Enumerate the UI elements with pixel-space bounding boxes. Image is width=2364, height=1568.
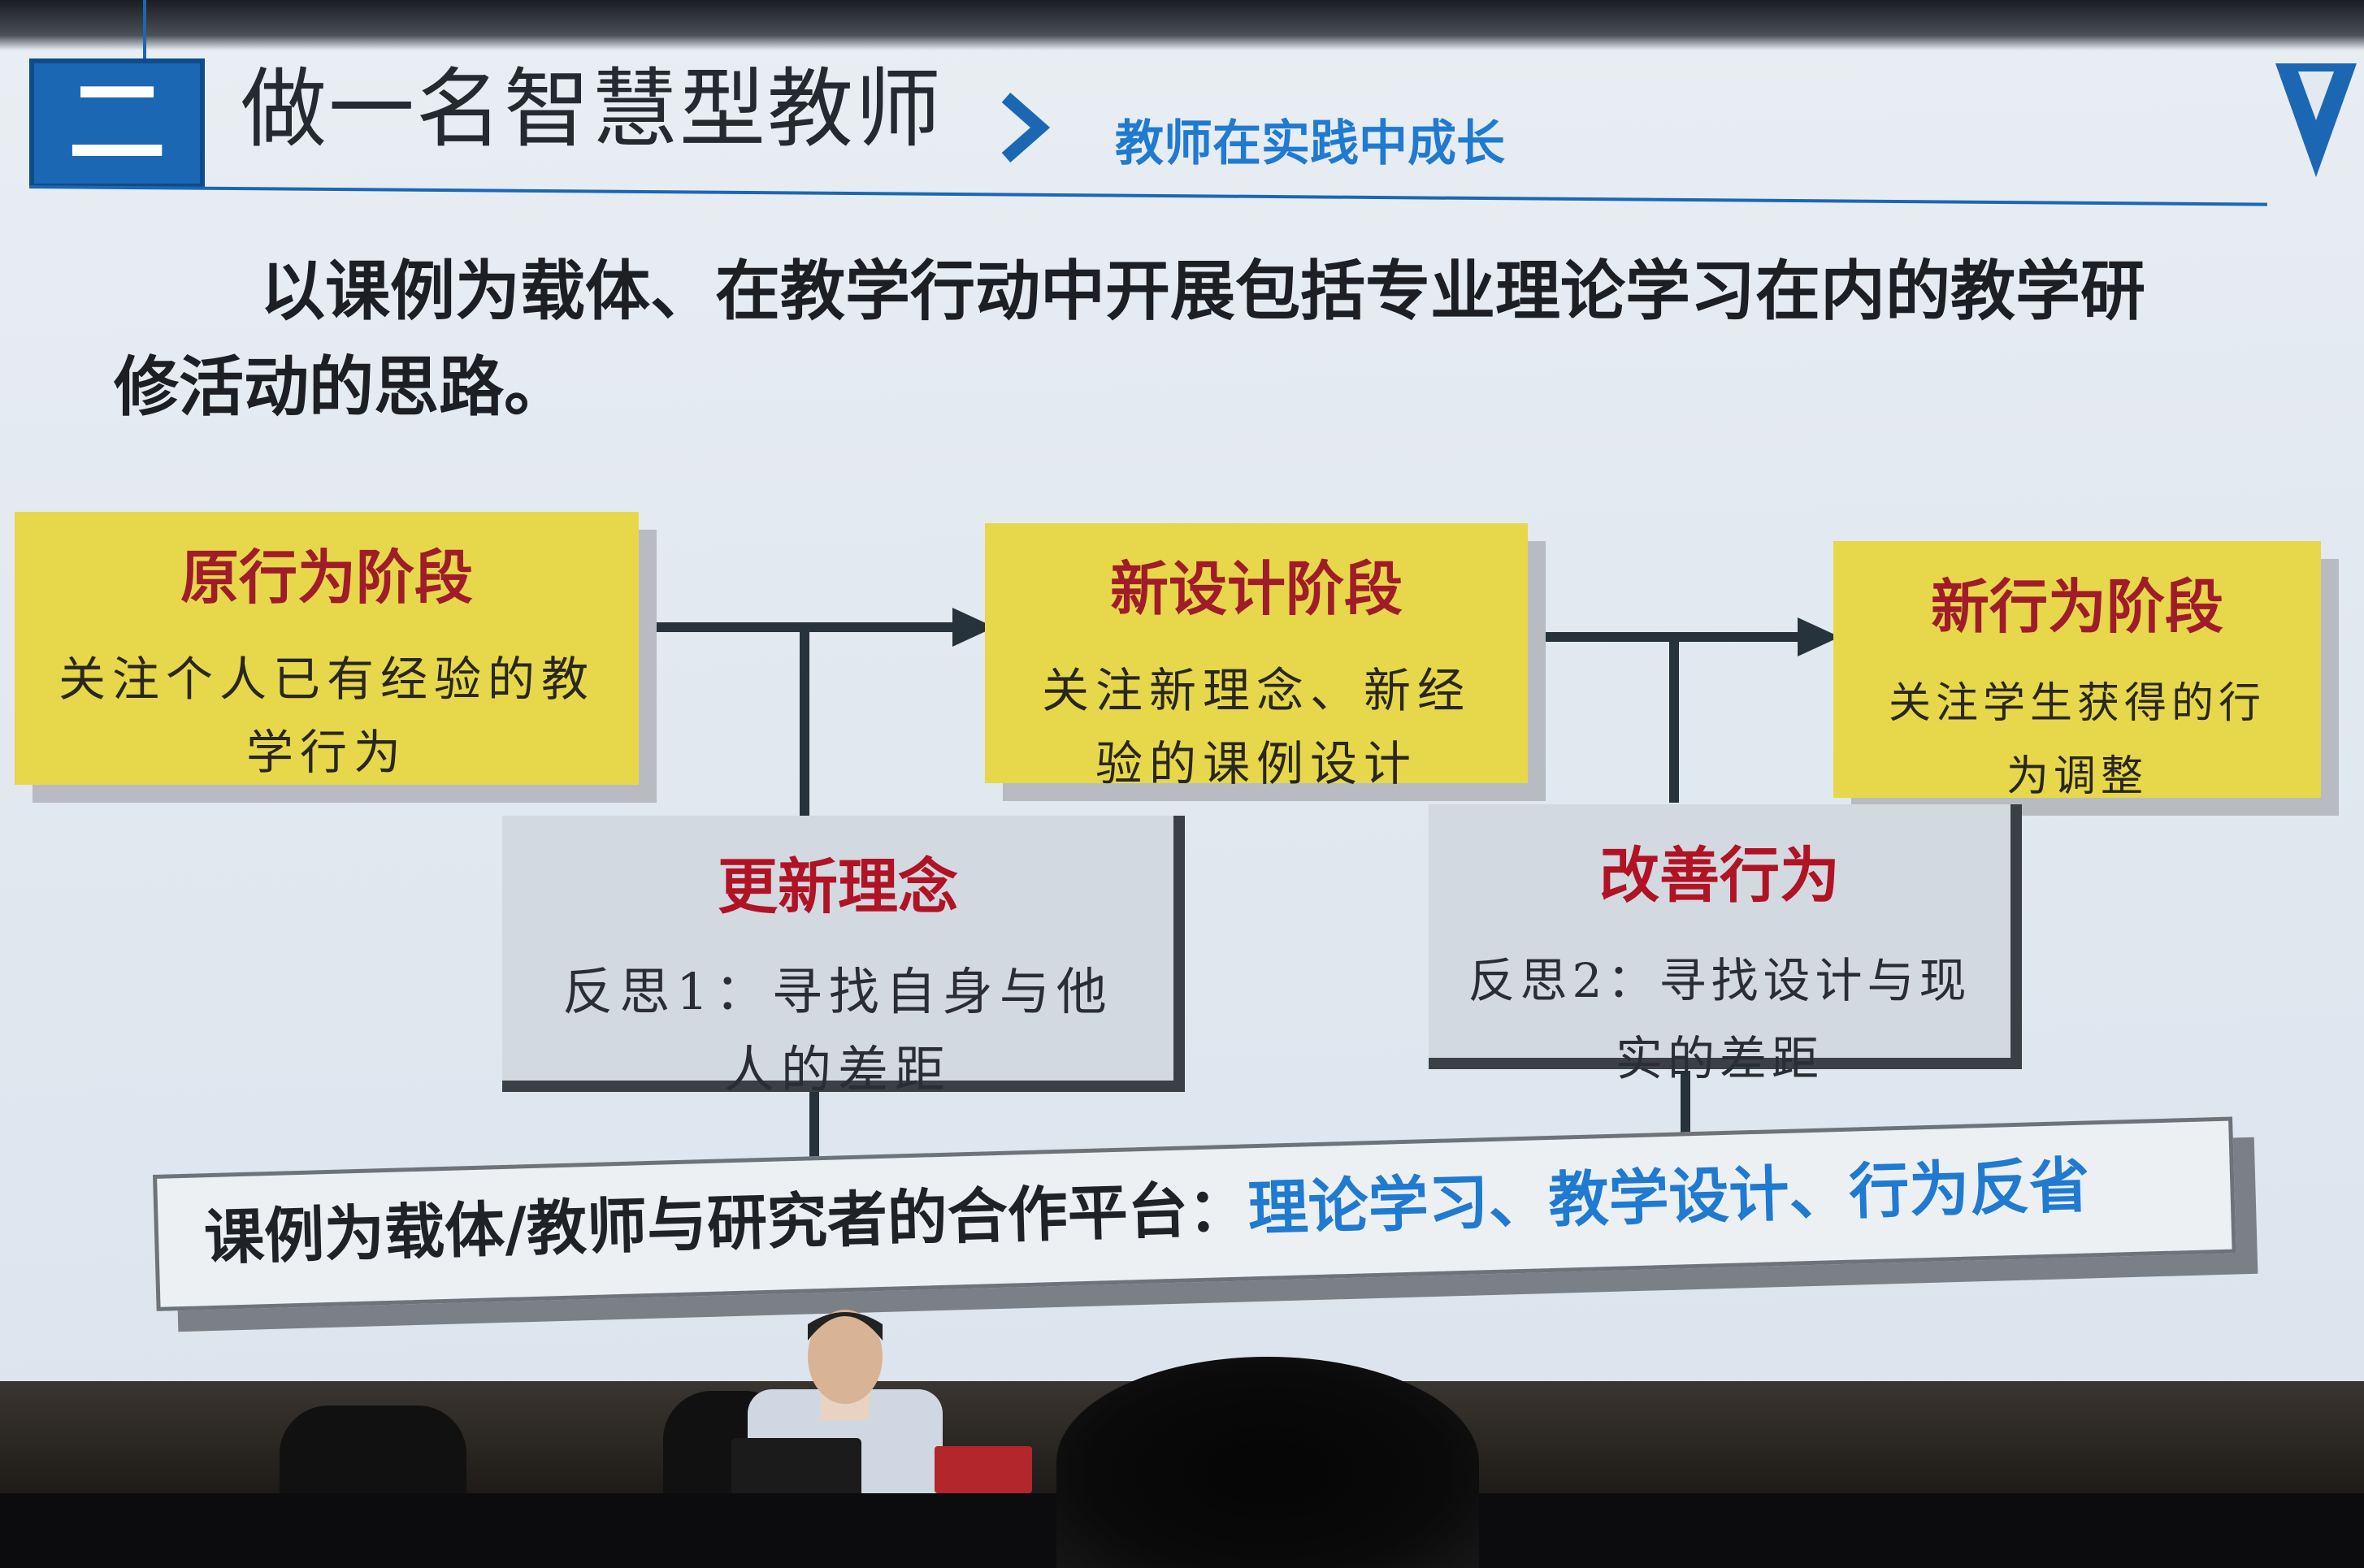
chevron-right-icon [1001, 92, 1050, 163]
platform-label: 课例为载体/教师与研究者的合作平台： [203, 1174, 1249, 1274]
reflection-desc: 反思1：寻找自身与他人的差距 [562, 962, 1113, 1099]
presenter-figure [731, 1310, 943, 1493]
arrow-head-icon [952, 608, 995, 647]
section-number-badge: 二 [29, 58, 205, 188]
title-divider [28, 185, 2267, 206]
reflection-box-2: 改善行为 反思2：寻找设计与现实的差距 [1429, 804, 2022, 1086]
stage-box-original: 原行为阶段 关注个人已有经验的教学行为 [15, 512, 639, 785]
reflection-title: 改善行为 [1599, 841, 1840, 911]
platform-items: 理论学习、教学设计、行为反省 [1247, 1150, 2091, 1245]
connector-down-2 [1669, 640, 1679, 803]
projected-slide: 二 做一名智慧型教师 教师在实践中成长 以课例为载体、在教学行动中开展包括专业理… [0, 0, 2364, 1493]
stage-box-new-design: 新设计阶段 关注新理念、新经验的课例设计 [985, 523, 1528, 791]
arrow-line-1 [634, 622, 967, 632]
slide-subtitle: 教师在实践中成长 [1115, 115, 1505, 172]
audience-head-silhouette [1056, 1357, 1479, 1568]
stage-title: 原行为阶段 [180, 544, 473, 612]
connector-down-1 [800, 630, 809, 819]
ceiling-shadow [0, 0, 2364, 50]
reflection-box-1: 更新理念 反思1：寻找自身与他人的差距 [502, 816, 1185, 1099]
red-seat [935, 1446, 1032, 1493]
stage-desc: 关注个人已有经验的教学行为 [58, 652, 595, 780]
stage-desc: 关注学生获得的行为调整 [1888, 679, 2266, 801]
audience-chair [280, 1406, 466, 1493]
platform-bar: 课例为载体/教师与研究者的合作平台：理论学习、教学设计、行为反省 [153, 1116, 2236, 1311]
stage-title: 新设计阶段 [1109, 555, 1403, 623]
slide-title: 做一名智慧型教师 [241, 59, 943, 159]
reflection-title: 更新理念 [718, 852, 958, 922]
stage-desc: 关注新理念、新经验的课例设计 [1041, 663, 1471, 791]
header-accent-line [143, 0, 146, 60]
reflection-desc: 反思2：寻找设计与现实的差距 [1468, 953, 1971, 1086]
stage-box-new-behavior: 新行为阶段 关注学生获得的行为调整 [1833, 541, 2321, 801]
arrow-line-2 [1528, 632, 1812, 642]
intro-text: 以课例为载体、在教学行动中开展包括专业理论学习在内的教学研修活动的思路。 [114, 253, 2145, 425]
stage-title: 新行为阶段 [1930, 573, 2223, 641]
triangle-down-icon [2275, 63, 2357, 177]
arrow-head-icon [1798, 617, 1840, 656]
